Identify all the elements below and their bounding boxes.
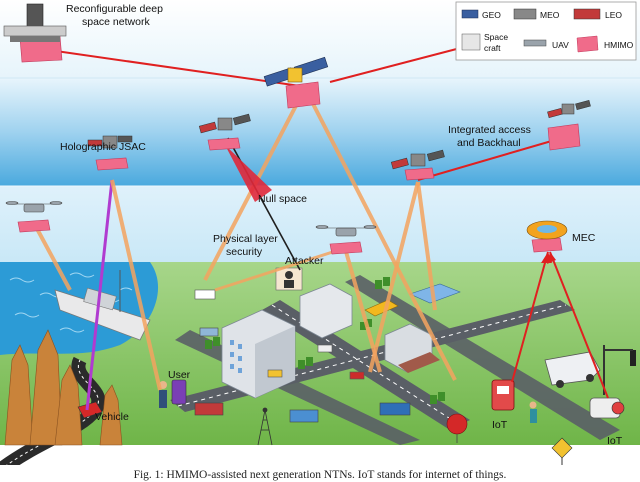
integrated-access-label-line2: and Backhaul xyxy=(457,137,521,149)
iot-label-right: IoT xyxy=(607,435,623,447)
figure-caption: Fig. 1: HMIMO-assisted next generation N… xyxy=(134,469,507,481)
satellite-orbit-layer xyxy=(0,78,640,186)
iot-label-left: IoT xyxy=(492,419,508,431)
user-label: User xyxy=(168,369,191,381)
user-person xyxy=(159,380,186,408)
legend-leo-label: LEO xyxy=(605,10,622,20)
attacker-label: Attacker xyxy=(285,255,324,267)
uav-legend-icon xyxy=(524,40,546,46)
attacker-person xyxy=(276,268,302,290)
mec-uav xyxy=(527,221,567,239)
geo-icon xyxy=(462,10,478,18)
legend-spacecraft-label-2: craft xyxy=(484,43,501,53)
legend-spacecraft-label-1: Space xyxy=(484,32,508,42)
iot-camera-right xyxy=(590,398,624,418)
physical-layer-security-label-line1: Physical layer xyxy=(213,233,278,245)
physical-layer-security-label-line2: security xyxy=(226,246,263,258)
legend: GEO MEO LEO Space craft UAV HMIMO xyxy=(456,2,636,60)
legend-geo-label: GEO xyxy=(482,10,501,20)
iot-device-left xyxy=(492,380,514,410)
legend-meo-label: MEO xyxy=(540,10,560,20)
deep-space-label-line1: Reconfigurable deep xyxy=(66,3,163,15)
holographic-jsac-label: Holographic JSAC xyxy=(60,141,146,153)
legend-uav-label: UAV xyxy=(552,40,569,50)
hmimo-legend-icon xyxy=(577,36,598,52)
worker-person xyxy=(530,402,538,424)
deep-space-label-line2: space network xyxy=(82,16,150,28)
meo-icon xyxy=(514,9,536,19)
null-space-label: Null space xyxy=(258,193,307,205)
spacecraft-icon xyxy=(462,34,480,50)
leo-icon xyxy=(574,9,600,19)
integrated-access-label-line1: Integrated access xyxy=(448,124,531,136)
vehicle-label: Vehicle xyxy=(95,411,129,423)
mec-label: MEC xyxy=(572,232,596,244)
legend-hmimo-label: HMIMO xyxy=(604,40,634,50)
